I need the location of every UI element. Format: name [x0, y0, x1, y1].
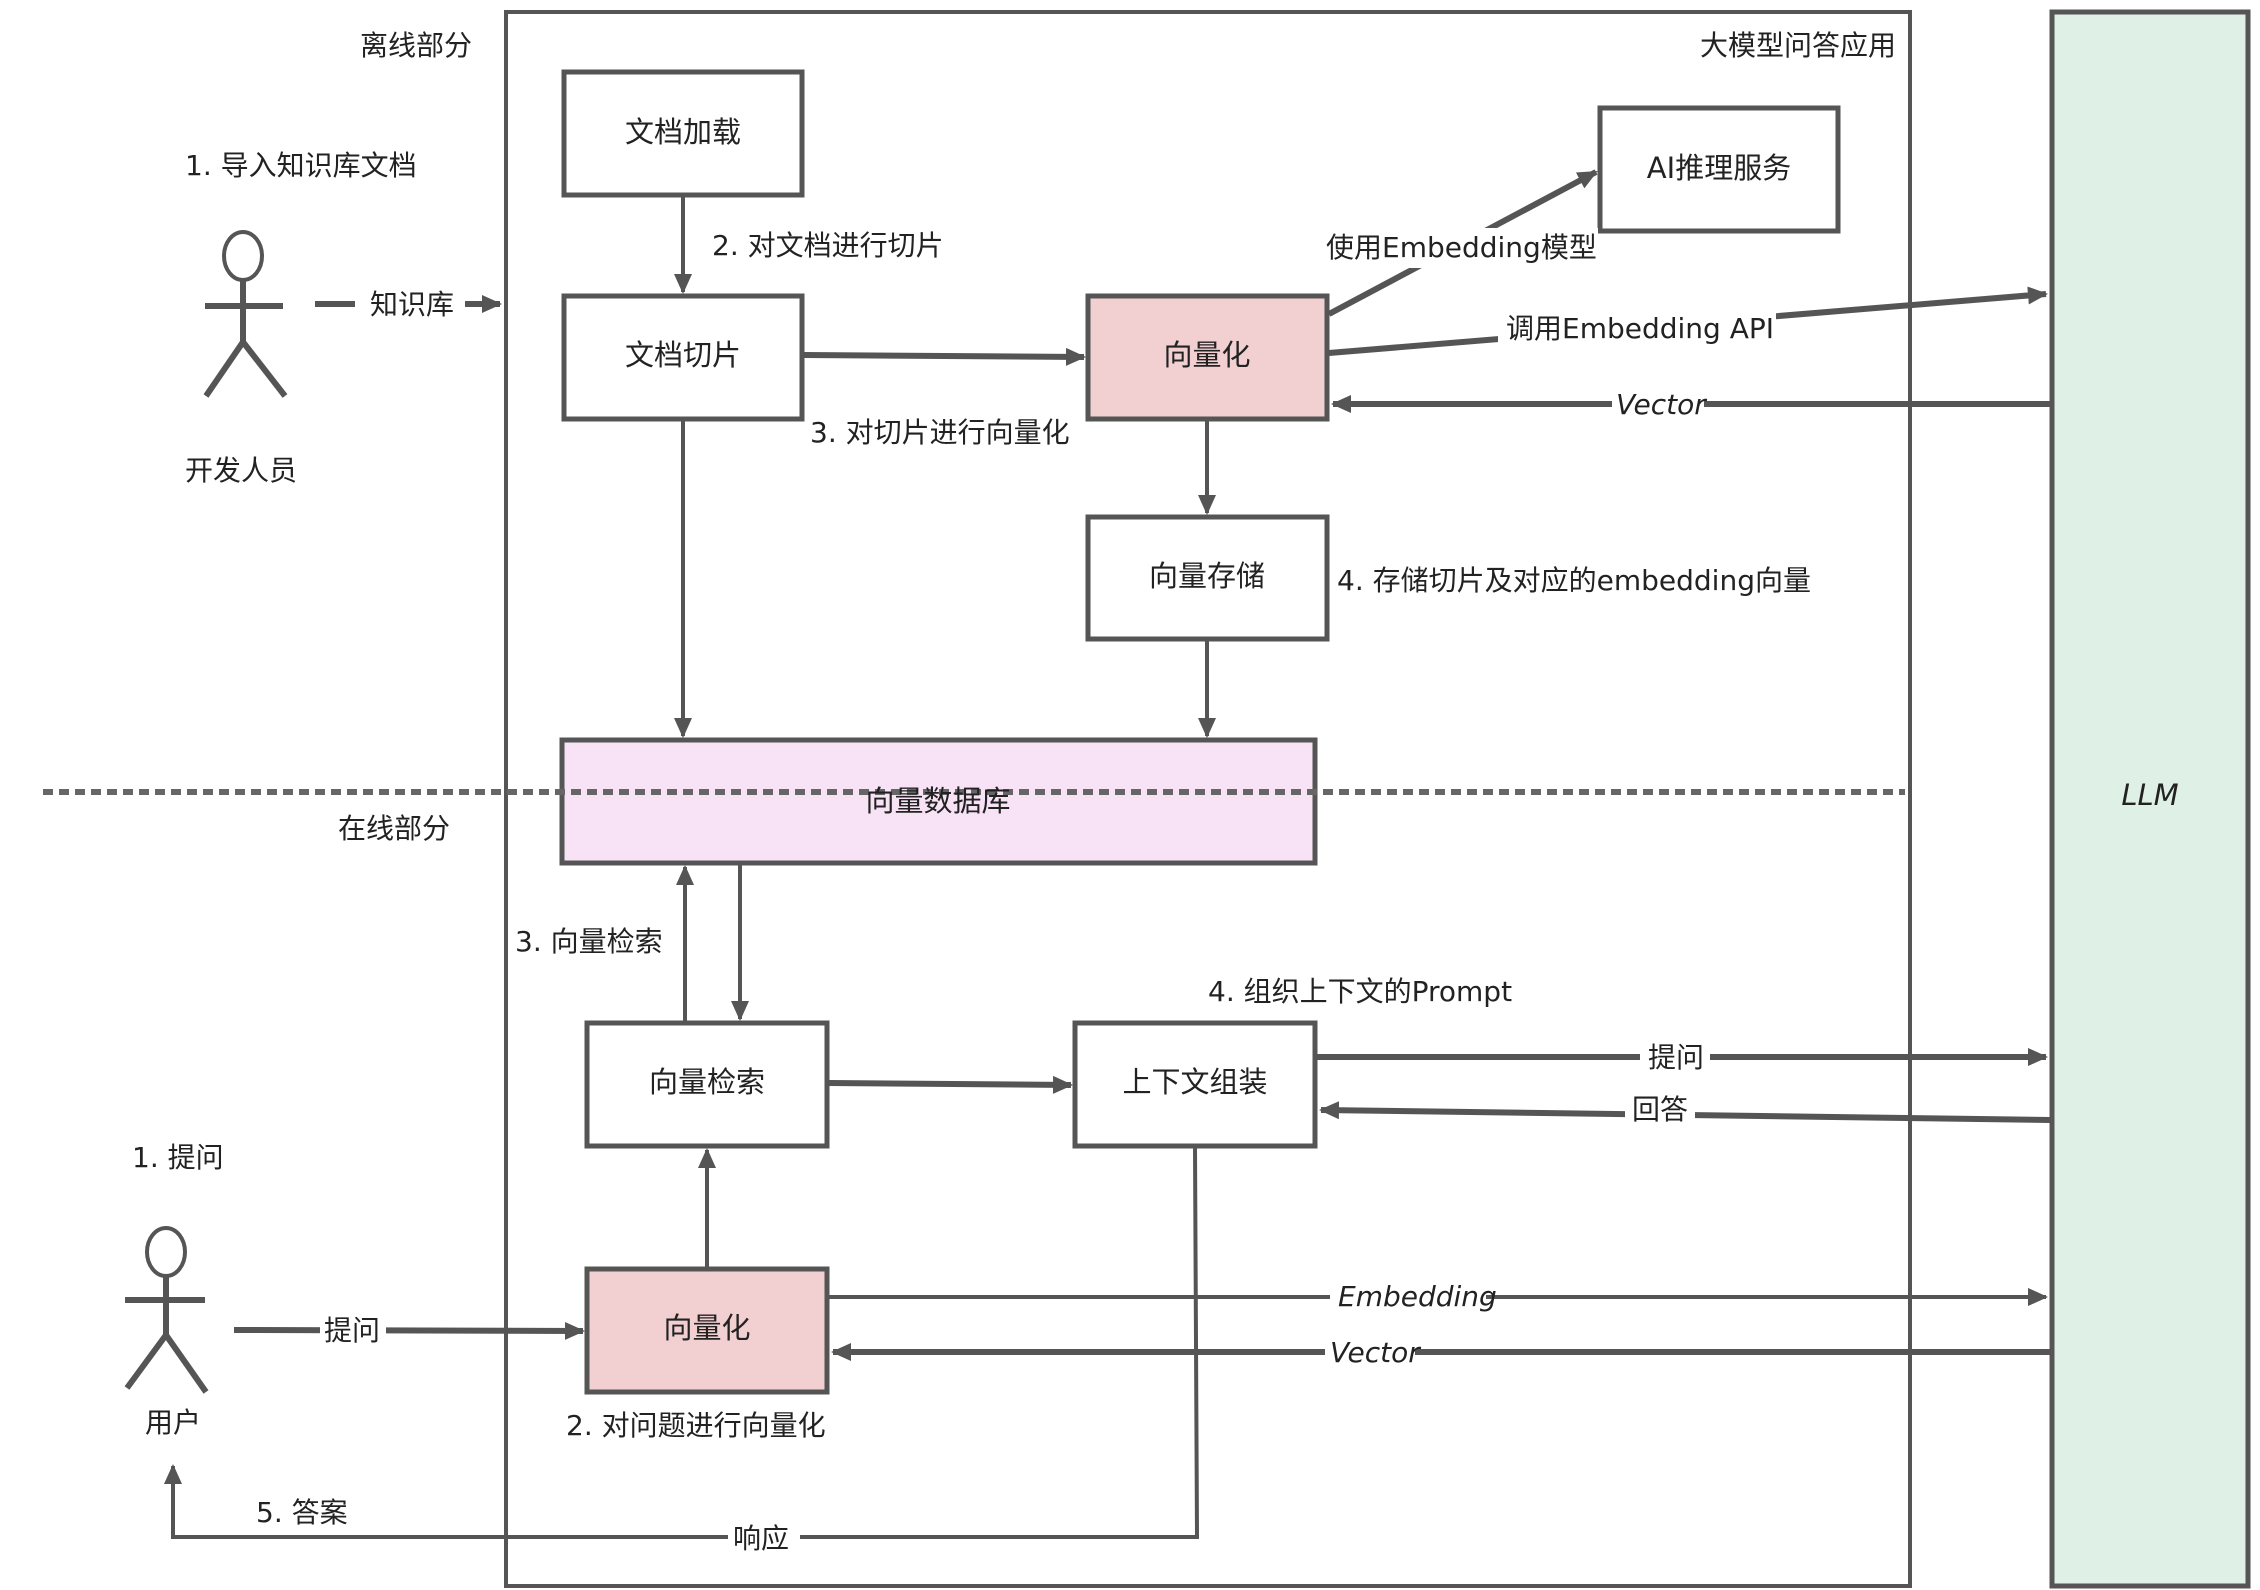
user-ask-label: 提问 [324, 1314, 380, 1347]
step2-split-label: 2. 对文档进行切片 [712, 229, 944, 262]
vectorize-online-label: 向量化 [663, 1311, 750, 1345]
app-title: 大模型问答应用 [1700, 29, 1896, 62]
step2-vectorize-question-label: 2. 对问题进行向量化 [566, 1409, 826, 1442]
stick-figure-icon [124, 1226, 209, 1394]
vector-return-online-label: Vector [1330, 1336, 1421, 1369]
vectorize-offline-box[interactable]: 向量化 [1085, 293, 1330, 422]
stick-figure-icon [203, 230, 288, 398]
vectorize-online-box[interactable]: 向量化 [584, 1266, 830, 1395]
online-region-label: 在线部分 [338, 812, 450, 845]
split-to-vectorize-arrow [803, 347, 1086, 366]
ask-llm-label: 提问 [1648, 1041, 1704, 1074]
vector-return-offline-label: Vector [1616, 388, 1707, 421]
step4-prompt-label: 4. 组织上下文的Prompt [1208, 975, 1512, 1008]
ai-inference-label: AI推理服务 [1647, 151, 1791, 185]
vector-store-box[interactable]: 向量存储 [1085, 514, 1330, 642]
vectorize-offline-label: 向量化 [1163, 338, 1250, 372]
doc-split-box[interactable]: 文档切片 [561, 293, 805, 422]
step5-answer-label: 5. 答案 [256, 1496, 348, 1529]
response-path [171, 1147, 1200, 1539]
step4-store-label: 4. 存储切片及对应的embedding向量 [1337, 564, 1811, 597]
search-to-context-arrow [828, 1075, 1073, 1094]
use-embedding-model-label: 使用Embedding模型 [1326, 231, 1597, 264]
offline-region-label: 离线部分 [360, 29, 472, 62]
vector-db-box[interactable] [559, 737, 1318, 866]
doc-load-label: 文档加载 [625, 115, 741, 149]
app-frame [504, 10, 1912, 1588]
call-embedding-api-label: 调用Embedding API [1506, 312, 1774, 345]
user-label: 用户 [145, 1406, 201, 1439]
context-assembly-label: 上下文组装 [1122, 1065, 1267, 1099]
embedding-online-label: Embedding [1338, 1280, 1497, 1313]
developer-actor[interactable]: 开发人员 [185, 230, 297, 487]
ai-inference-box[interactable]: AI推理服务 [1597, 105, 1841, 234]
step1-ask-label: 1. 提问 [132, 1141, 224, 1174]
doc-load-box[interactable]: 文档加载 [561, 69, 805, 198]
vector-search-label: 向量检索 [649, 1065, 765, 1099]
vector-db-label: 向量数据库 [865, 784, 1010, 818]
user-actor[interactable]: 用户 [124, 1226, 209, 1439]
llm-label: LLM [2121, 778, 2178, 812]
doc-split-label: 文档切片 [625, 338, 741, 372]
knowledge-base-label: 知识库 [370, 288, 454, 321]
step1-import-label: 1. 导入知识库文档 [185, 149, 417, 182]
vector-search-box[interactable]: 向量检索 [584, 1020, 830, 1149]
answer-llm-label: 回答 [1632, 1093, 1688, 1126]
llm-rect [2049, 9, 2251, 1589]
step3-search-label: 3. 向量检索 [515, 925, 663, 958]
vector-store-label: 向量存储 [1149, 559, 1265, 593]
llm-block[interactable]: LLM [2049, 9, 2251, 1589]
response-label: 响应 [733, 1522, 789, 1555]
step3-vectorize-label: 3. 对切片进行向量化 [810, 416, 1070, 449]
user-ask-arrow [233, 1321, 585, 1340]
developer-label: 开发人员 [185, 454, 297, 487]
context-assembly-box[interactable]: 上下文组装 [1072, 1020, 1318, 1149]
